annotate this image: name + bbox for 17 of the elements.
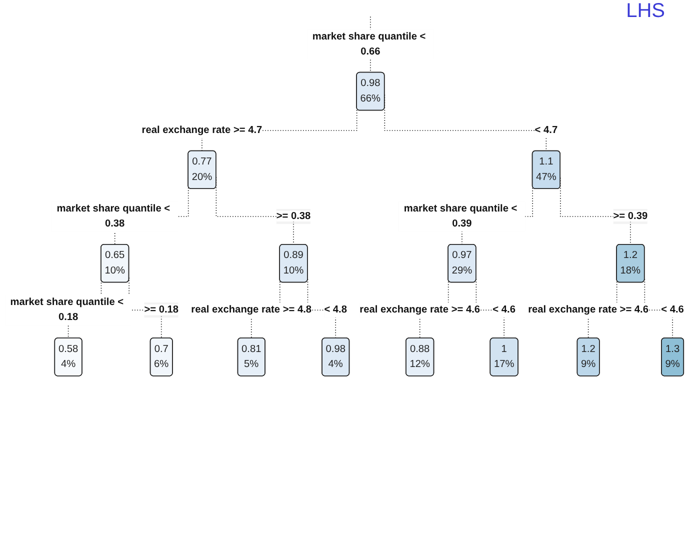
edge-label: market share quantile < 0.18 (10, 296, 124, 323)
edge-label: market share quantile < 0.66 (312, 31, 426, 58)
edge-label: real exchange rate >= 4.6 (528, 304, 648, 316)
edge-label: < 4.7 (534, 124, 558, 136)
edge-label: real exchange rate >= 4.6 (360, 304, 480, 316)
edge-label: < 4.6 (492, 304, 516, 316)
edge-label: real exchange rate >= 4.8 (191, 304, 312, 316)
edge-label: < 4.6 (661, 304, 684, 316)
edge-label: market share quantile < 0.39 (404, 203, 518, 230)
edge-label: < 4.8 (324, 304, 347, 316)
edge-label: market share quantile < 0.38 (56, 203, 170, 230)
edge-label: real exchange rate >= 4.7 (142, 124, 262, 136)
connector (644, 278, 674, 339)
edge-label: >= 0.39 (613, 210, 648, 222)
edge-label: >= 0.38 (276, 210, 311, 222)
panel-title: LHS (626, 0, 665, 22)
edge-label: >= 0.18 (144, 304, 179, 316)
